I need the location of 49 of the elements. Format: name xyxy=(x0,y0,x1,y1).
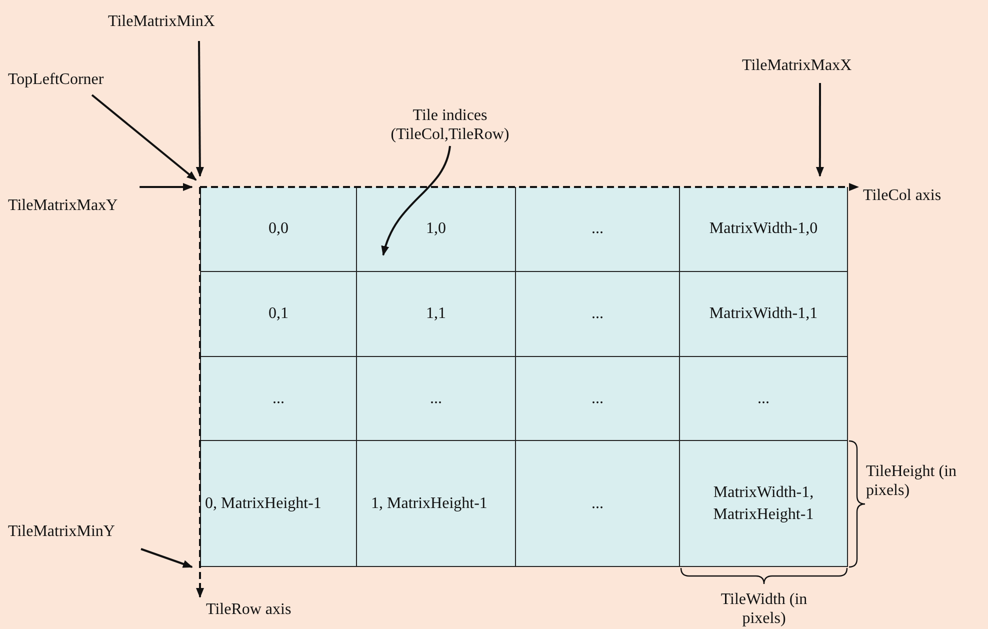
grid-cell xyxy=(680,357,848,441)
annotation-label: TileMatrixMaxX xyxy=(742,56,872,75)
tile-index-text: 0,1 xyxy=(268,304,288,324)
tile-index-text: MatrixWidth-1,0 xyxy=(709,219,818,239)
tile-index-text: MatrixWidth-1,1 xyxy=(709,304,818,324)
grid-cell xyxy=(357,187,516,272)
grid-cell xyxy=(680,272,848,357)
arrow xyxy=(382,146,451,256)
tile-index-text: 0, MatrixHeight-1 xyxy=(205,494,322,514)
tile-index-text: ... xyxy=(758,388,770,408)
grid-cell xyxy=(680,441,848,567)
annotation-label: Tile indices (TileCol,TileRow) xyxy=(380,106,520,144)
dimension-label: TileHeight (in pixels) xyxy=(866,462,958,500)
grid-cell xyxy=(357,441,516,567)
tile-index-text: ... xyxy=(592,494,604,514)
annotation-label: TileMatrixMaxY xyxy=(8,196,148,215)
tile-index-text: ... xyxy=(272,388,284,408)
grid-cell xyxy=(200,357,357,441)
grid-cell xyxy=(516,272,680,357)
tile-index-text: 0,0 xyxy=(268,219,288,239)
grid-cell xyxy=(200,187,357,272)
grid-cell xyxy=(516,187,680,272)
axis-label: TileRow axis xyxy=(206,600,292,619)
grid-cell xyxy=(357,357,516,441)
grid-cell xyxy=(200,441,357,567)
tile-index-text: 1, MatrixHeight-1 xyxy=(371,494,488,514)
dimension-label: TileWidth (in pixels) xyxy=(720,590,808,628)
tile-grid xyxy=(200,187,848,567)
arrow xyxy=(816,83,824,177)
grid-cell xyxy=(200,272,357,357)
tile-index-text: ... xyxy=(430,388,442,408)
tile-index-text: ... xyxy=(592,388,604,408)
annotation-label: TopLeftCorner xyxy=(8,70,128,89)
arrow xyxy=(196,41,204,177)
arrow xyxy=(140,183,193,191)
arrow xyxy=(140,548,193,568)
tile-index-text: 1,0 xyxy=(426,219,446,239)
grid-cell xyxy=(516,441,680,567)
tile-index-text: ... xyxy=(592,219,604,239)
annotation-label: TileMatrixMinX xyxy=(108,12,238,31)
arrow xyxy=(91,94,197,181)
annotation-label: TileMatrixMinY xyxy=(8,522,148,541)
grid-cell xyxy=(357,272,516,357)
tile-index-text: MatrixWidth-1, MatrixHeight-1 xyxy=(712,482,815,524)
grid-cell xyxy=(516,357,680,441)
grid-cell xyxy=(680,187,848,272)
tile-index-text: 1,1 xyxy=(426,304,446,324)
axis-label: TileCol axis xyxy=(863,186,942,205)
tile-index-text: ... xyxy=(592,304,604,324)
